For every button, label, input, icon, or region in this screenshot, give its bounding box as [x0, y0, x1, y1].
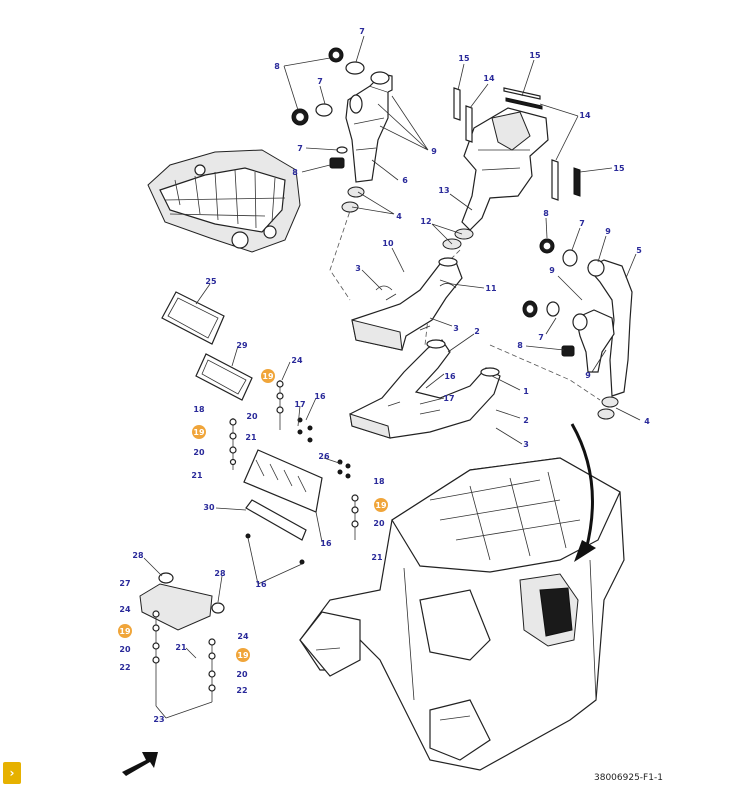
highlight-callout-19[interactable]: 19	[261, 369, 275, 383]
callout-24: 24	[119, 605, 131, 614]
callout-22: 22	[119, 663, 130, 672]
callout-2: 2	[474, 327, 480, 336]
callout-14: 14	[483, 74, 495, 83]
duct-5	[572, 259, 633, 397]
callout-10: 10	[382, 239, 394, 248]
highlight-callout-19[interactable]: 19	[374, 498, 388, 512]
callout-21: 21	[175, 643, 187, 652]
svg-text:19: 19	[237, 651, 249, 660]
callout-1: 1	[523, 387, 529, 396]
engine-illustration	[147, 149, 301, 253]
callout-20: 20	[193, 448, 205, 457]
callout-3: 3	[523, 440, 529, 449]
callout-18: 18	[373, 477, 385, 486]
callout-3: 3	[355, 264, 361, 273]
duct-2	[349, 339, 501, 439]
expand-panel-button[interactable]: ›	[3, 762, 21, 784]
callout-2: 2	[523, 416, 529, 425]
callout-16: 16	[255, 580, 267, 589]
callout-17: 17	[443, 394, 454, 403]
callout-8: 8	[292, 168, 298, 177]
highlight-callouts: 19 19 19 19 19	[118, 369, 388, 662]
callout-9: 9	[605, 227, 611, 236]
callout-24: 24	[237, 632, 249, 641]
chevron-right-icon: ›	[9, 766, 15, 780]
callout-20: 20	[236, 670, 248, 679]
callout-3: 3	[453, 324, 459, 333]
callout-4: 4	[644, 417, 650, 426]
bracket-26	[243, 449, 323, 541]
callout-13: 13	[438, 186, 449, 195]
callout-7: 7	[538, 333, 544, 342]
callout-11: 11	[485, 284, 497, 293]
tractor-cab	[299, 457, 625, 771]
callout-8: 8	[517, 341, 523, 350]
callout-15: 15	[613, 164, 625, 173]
callout-16: 16	[320, 539, 332, 548]
svg-text:19: 19	[262, 372, 274, 381]
callout-21: 21	[191, 471, 203, 480]
highlight-callout-19[interactable]: 19	[192, 425, 206, 439]
callout-7: 7	[579, 219, 585, 228]
callout-29: 29	[236, 341, 248, 350]
callout-21: 21	[245, 433, 257, 442]
callout-9: 9	[585, 371, 591, 380]
callout-30: 30	[203, 503, 215, 512]
duct-6	[345, 71, 393, 183]
callout-25: 25	[205, 277, 217, 286]
callout-7: 7	[359, 27, 365, 36]
callout-28: 28	[214, 569, 226, 578]
callout-26: 26	[318, 452, 330, 461]
callout-20: 20	[246, 412, 258, 421]
filter-29	[195, 353, 253, 401]
callout-27: 27	[119, 579, 130, 588]
svg-text:19: 19	[375, 501, 387, 510]
callout-8: 8	[274, 62, 280, 71]
callout-28: 28	[132, 551, 144, 560]
callout-7: 7	[297, 144, 303, 153]
callout-7: 7	[317, 77, 323, 86]
callout-23: 23	[153, 715, 164, 724]
clamps-3-11	[375, 283, 457, 331]
filter-25	[161, 291, 225, 345]
seal-rings-7-8-top	[291, 47, 365, 213]
callout-20: 20	[119, 645, 131, 654]
callout-18: 18	[193, 405, 205, 414]
fastener-stacks	[229, 380, 359, 565]
plenum-13	[461, 107, 549, 231]
svg-text:19: 19	[193, 428, 205, 437]
callout-15: 15	[458, 54, 470, 63]
callout-8: 8	[543, 209, 549, 218]
drawing-id-label: 38006925-F1-1	[594, 773, 663, 783]
callout-22: 22	[236, 686, 247, 695]
callout-24: 24	[291, 356, 303, 365]
direction-arrow	[122, 752, 158, 776]
seal-rings-right	[522, 238, 619, 420]
callout-20: 20	[373, 519, 385, 528]
curved-arrow	[570, 423, 596, 562]
callout-15: 15	[529, 51, 541, 60]
seal-strips-14-15	[453, 87, 581, 201]
callout-14: 14	[579, 111, 591, 120]
callout-4: 4	[396, 212, 402, 221]
callout-numbers: 7 8 7 7 8 9 6 4 15 15 14 14 15 13 12 8 7…	[119, 27, 650, 724]
callout-12: 12	[420, 217, 431, 226]
callout-5: 5	[636, 246, 642, 255]
duct-10	[351, 257, 463, 351]
callout-9: 9	[549, 266, 555, 275]
seal-rings-12	[442, 228, 474, 250]
cover-27	[139, 572, 225, 706]
callout-21: 21	[371, 553, 383, 562]
callout-17: 17	[294, 400, 305, 409]
callout-leader-lines	[143, 35, 641, 719]
svg-text:19: 19	[119, 627, 131, 636]
callout-16: 16	[444, 372, 456, 381]
callout-9: 9	[431, 147, 437, 156]
callout-6: 6	[402, 176, 408, 185]
assembly-guide-lines	[329, 204, 601, 401]
callout-16: 16	[314, 392, 326, 401]
highlight-callout-19[interactable]: 19	[118, 624, 132, 638]
highlight-callout-19[interactable]: 19	[236, 648, 250, 662]
